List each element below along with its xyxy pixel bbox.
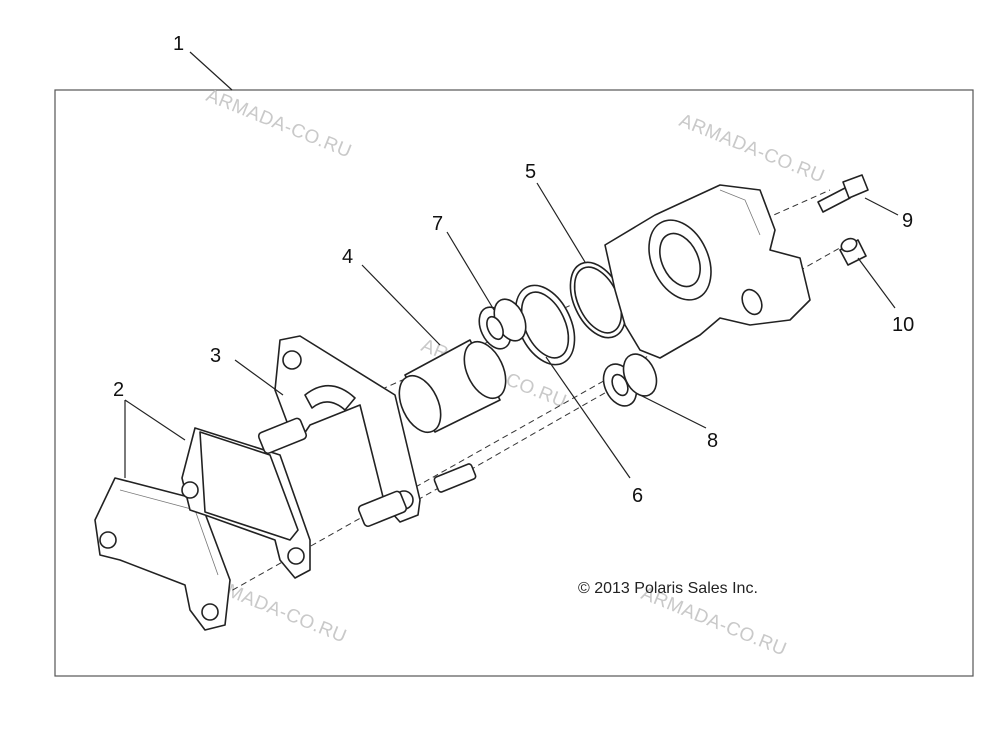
- dust-boot-upper: [478, 298, 527, 350]
- watermark-1: ARMADA-CO.RU: [203, 85, 354, 162]
- seal-ring: [514, 284, 576, 366]
- callout-5: 5: [525, 161, 536, 183]
- callout-3: 3: [210, 345, 221, 367]
- callout-9: 9: [902, 210, 913, 232]
- caliper-piston: [398, 339, 507, 434]
- o-ring: [569, 261, 627, 339]
- callout-4: 4: [342, 246, 353, 268]
- callout-6: 6: [632, 485, 643, 507]
- diagram-frame: [54, 89, 974, 677]
- callout-7: 7: [432, 213, 443, 235]
- caliper-body: [604, 184, 811, 359]
- callout-1: 1: [173, 33, 184, 55]
- brake-pad-inner: [181, 427, 311, 579]
- caliper-bracket: [257, 335, 477, 528]
- watermark-2: ARMADA-CO.RU: [676, 110, 827, 187]
- callout-labels: 1 2 3 4 5 6 7 8 9 10: [113, 33, 914, 507]
- callout-2: 2: [113, 379, 124, 401]
- callout-10: 10: [892, 314, 914, 336]
- dust-boot-lower: [602, 353, 658, 407]
- copyright-text: © 2013 Polaris Sales Inc.: [578, 580, 758, 597]
- bleeder-screw: [817, 174, 869, 213]
- bleeder-cap: [839, 237, 867, 266]
- callout-8: 8: [707, 430, 718, 452]
- leader-lines: [124, 51, 899, 479]
